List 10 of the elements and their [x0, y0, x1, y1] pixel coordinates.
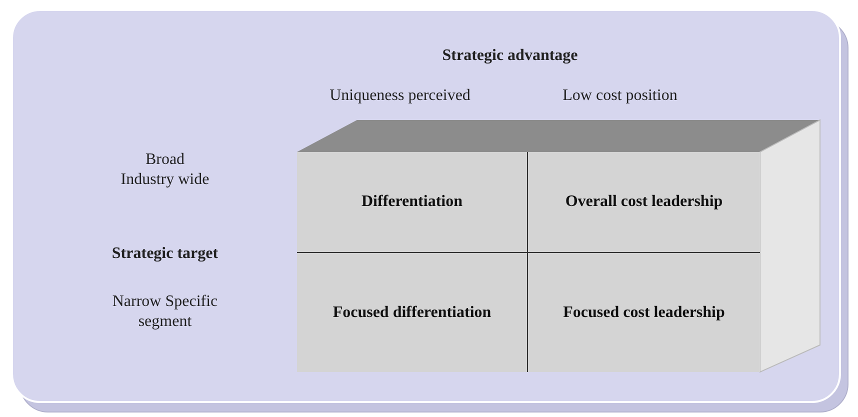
- matrix-cell: Differentiation: [297, 152, 528, 253]
- axis-title: Strategic advantage: [441, 46, 579, 66]
- matrix-cell: Focused cost leadership: [528, 253, 760, 372]
- column-header: Low cost position: [562, 86, 678, 106]
- row-header: Narrow Specific segment: [111, 292, 219, 332]
- row-header: Broad Industry wide: [120, 150, 210, 190]
- matrix-cell: Overall cost leadership: [528, 152, 760, 253]
- column-header: Uniqueness perceived: [328, 86, 472, 106]
- axis-title: Strategic target: [110, 244, 220, 264]
- matrix-cell: Focused differentiation: [297, 253, 528, 372]
